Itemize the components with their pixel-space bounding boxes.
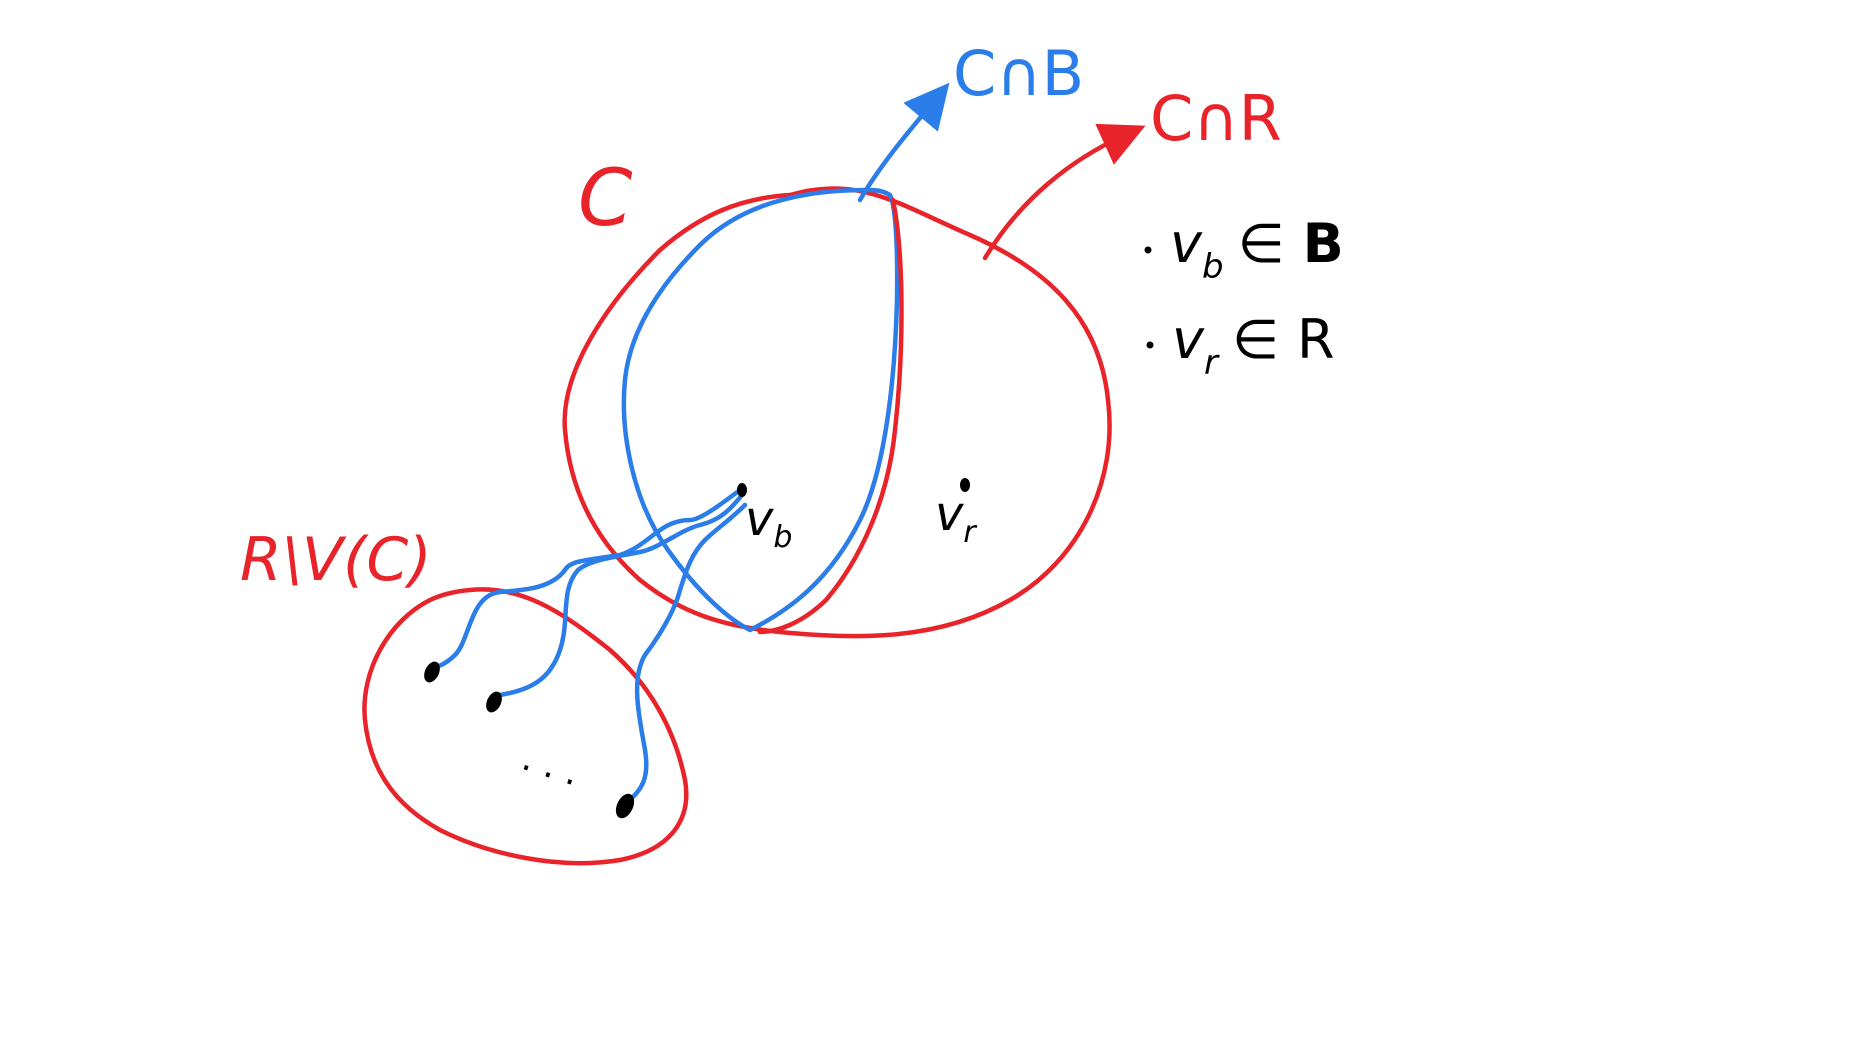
arrow-c-cap-r xyxy=(982,123,1146,261)
region-c-outline xyxy=(562,186,1112,639)
region-c-cap-r-boundary xyxy=(757,197,904,635)
label-c: C xyxy=(578,154,633,244)
label-r-minus-vc: R\V(C) xyxy=(240,525,432,595)
region-r-minus-vc-outline xyxy=(362,587,689,866)
legend-bullet-2 xyxy=(1146,341,1154,349)
label-c-cap-r: C∩R xyxy=(1150,82,1282,155)
legend-bullet-1 xyxy=(1144,246,1152,254)
label-c-cap-b: C∩B xyxy=(953,37,1084,110)
region-c-cap-b-outline xyxy=(621,187,900,633)
label-vb-inside: vb xyxy=(745,491,792,555)
edge-vb-to-point-3 xyxy=(627,502,748,803)
arrow-c-cap-b xyxy=(857,82,950,203)
point-3-dot xyxy=(615,793,635,819)
label-vr-inside: vr xyxy=(935,486,977,550)
vertex-vr-dot xyxy=(960,478,970,492)
point-2-dot xyxy=(486,691,502,713)
edge-vb-to-point-2 xyxy=(497,492,745,698)
legend-item-vb: vb∈B xyxy=(1170,212,1344,287)
point-1-dot xyxy=(424,661,440,683)
legend: vb∈B vr∈R xyxy=(1144,212,1344,383)
label-ellipsis: . . . xyxy=(517,738,584,795)
legend-item-vr: vr∈R xyxy=(1172,308,1335,383)
edge-vb-to-point-1 xyxy=(427,487,743,671)
vertex-vb-dot xyxy=(737,483,747,497)
